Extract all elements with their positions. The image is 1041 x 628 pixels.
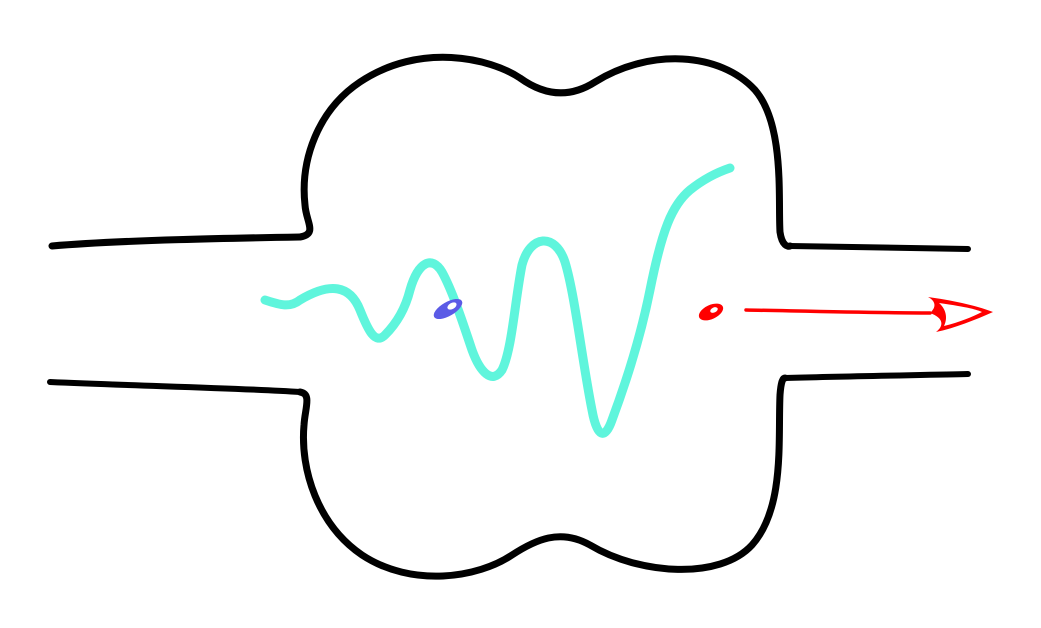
cavity-outline-lower: [296, 374, 789, 580]
upper-left-channel-wall: [48, 233, 304, 250]
cavity-outline-upper: [296, 53, 794, 250]
lower-left-channel-wall: [47, 379, 303, 395]
lower-right-channel-wall: [782, 371, 971, 381]
upper-right-channel-wall: [787, 243, 971, 252]
outgoing-particle: [698, 303, 724, 321]
outgoing-arrow: [744, 297, 993, 332]
incoming-particle: [433, 298, 463, 320]
wave-packet: [260, 163, 735, 438]
